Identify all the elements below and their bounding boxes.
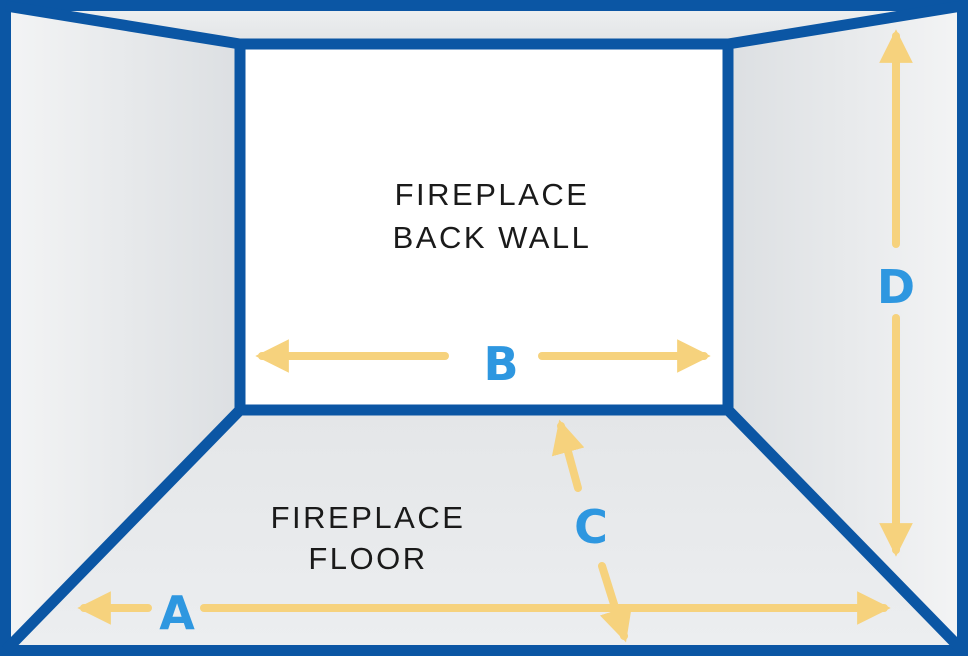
dimension-b-label: B — [483, 337, 518, 391]
back-wall-label-line2: BACK WALL — [393, 220, 592, 255]
fireplace-floor — [6, 410, 962, 650]
dimension-arrows — [77, 29, 913, 643]
arrow-c-down — [598, 562, 632, 643]
arrow-c-up — [551, 419, 585, 492]
left-side-wall — [6, 6, 240, 650]
back-wall-frame — [234, 38, 734, 416]
back-wall-label-line1: FIREPLACE — [395, 177, 590, 212]
dimension-d-label: D — [877, 260, 915, 314]
right-side-wall — [728, 6, 962, 650]
edge-top-right — [727, 0, 963, 50]
dimension-c-label: C — [574, 500, 608, 554]
floor-label-line1: FIREPLACE — [271, 500, 466, 535]
ceiling — [6, 6, 962, 44]
dimension-a-label: A — [159, 586, 195, 640]
floor-label-line2: FLOOR — [308, 541, 427, 576]
edge-bottom-left — [2, 406, 244, 654]
edge-bottom-right — [724, 406, 966, 654]
fireplace-back-wall — [240, 44, 728, 410]
edge-top-left — [5, 0, 241, 50]
